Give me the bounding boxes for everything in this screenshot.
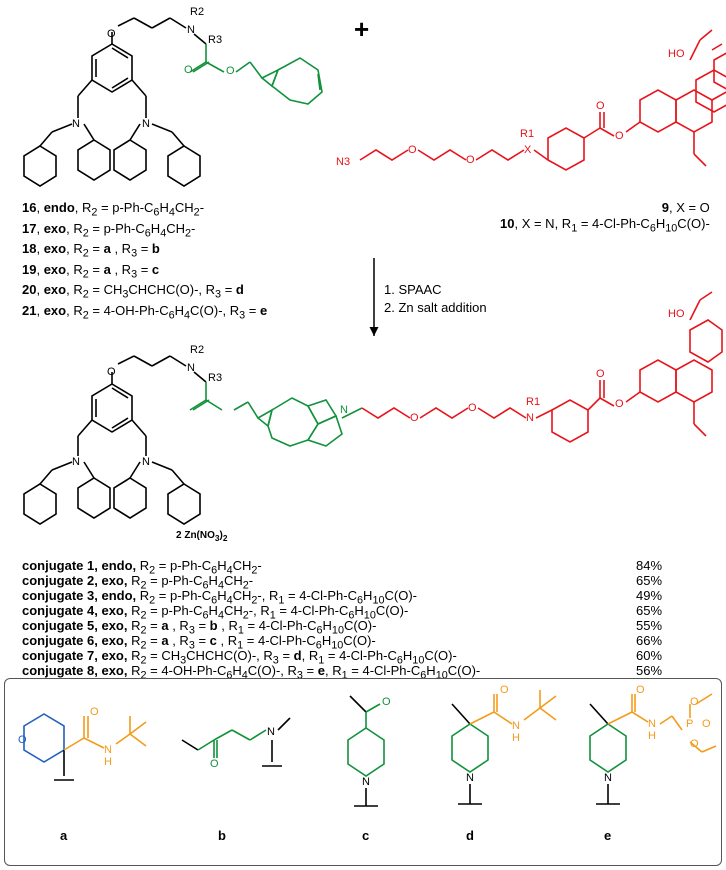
atom-ho: HO [668, 48, 685, 60]
label-b: b [218, 828, 226, 843]
atom-n: N [187, 24, 195, 36]
reactant-list: 16, endo, R2 = p-Ph-C6H4CH2- 17, exo, R2… [22, 200, 267, 324]
atom-o: O [690, 738, 699, 750]
atom-r2: R2 [190, 6, 205, 18]
atom-o: O [410, 412, 419, 424]
yield-8: 56% [636, 663, 663, 678]
label-e: e [604, 828, 612, 843]
atom-n: N [340, 404, 348, 416]
label-d: d [466, 828, 474, 843]
azide-10: 10, X = N, R1 = 4-Cl-Ph-C6H10C(O)- [500, 216, 710, 235]
conjugate-8: conjugate 8, exo, R2 = 4-OH-Ph-C6H4C(O)-… [22, 663, 481, 682]
atom-o: O [690, 696, 699, 708]
atom-o: O [702, 718, 711, 730]
atom-r3: R3 [208, 372, 223, 384]
camptothecin-top-right [689, 29, 726, 113]
substituent-panel [4, 678, 722, 866]
zn-salt: 2 Zn(NO3)2 [176, 530, 228, 543]
reactant-16: 16, endo, R2 = p-Ph-C6H4CH2- [22, 200, 205, 219]
atom-o: O [382, 696, 391, 708]
atom-n: N [187, 362, 195, 374]
atom-o: O [408, 144, 417, 156]
atom-o: O [466, 154, 475, 166]
atom-o: O [107, 366, 116, 378]
conjugate-2: conjugate 2, exo, R2 = p-Ph-C6H4CH2- [22, 573, 254, 592]
conjugate-4: conjugate 4, exo, R2 = p-Ph-C6H4CH2-, R1… [22, 603, 409, 622]
atom-p: P [686, 718, 694, 730]
atom-n: N [526, 412, 534, 424]
conjugate-7: conjugate 7, exo, R2 = CH3CHCHC(O)-, R3 … [22, 648, 457, 667]
atom-h: H [648, 730, 656, 742]
conjugate-5: conjugate 5, exo, R2 = a , R3 = b , R1 =… [22, 618, 377, 637]
conjugate-6: conjugate 6, exo, R2 = a , R3 = c , R1 =… [22, 633, 376, 652]
reactant-19: 19, exo, R2 = a , R3 = c [22, 261, 160, 281]
atom-o: O [500, 684, 509, 696]
reactant-21: 21, exo, R2 = 4-OH-Ph-C6H4C(O)-, R3 = e [22, 302, 268, 322]
azide-drug-structure [359, 89, 726, 171]
atom-o: O [615, 130, 624, 142]
atom-h: H [512, 732, 520, 744]
atom-x: X [524, 144, 532, 156]
substituent-e [589, 693, 717, 805]
atom-o: O [18, 734, 27, 746]
conjugate-drug-red [361, 291, 723, 443]
label-a: a [60, 828, 68, 843]
yield-7: 60% [636, 648, 663, 663]
step-2: 2. Zn salt addition [384, 300, 487, 315]
atom-n: N [512, 720, 520, 732]
atom-o: O [596, 100, 605, 112]
conjugate-ligand-structure [23, 355, 207, 525]
atom-o: O [615, 398, 624, 410]
atom-ho: HO [668, 308, 685, 320]
bcn-ligand-structure [23, 17, 207, 187]
atom-r2: R2 [190, 344, 205, 356]
atom-n: N [72, 118, 80, 130]
conjugate-1: conjugate 1, endo, R2 = p-Ph-C6H4CH2- [22, 558, 262, 577]
atom-h: H [104, 756, 112, 768]
atom-o: O [468, 402, 477, 414]
atom-n: N [362, 776, 370, 788]
azide-list: 9, X = O 10, X = N, R1 = 4-Cl-Ph-C6H10C(… [500, 200, 710, 237]
atom-n: N [267, 726, 275, 738]
atom-r1: R1 [520, 128, 535, 140]
atom-o: O [90, 706, 99, 718]
atom-o: O [210, 758, 219, 770]
substituent-d [451, 690, 557, 805]
atom-n: N [104, 744, 112, 756]
atom-r3: R3 [208, 34, 223, 46]
yield-6: 66% [636, 633, 663, 648]
step-1: 1. SPAAC [384, 282, 442, 297]
atom-n: N [142, 118, 150, 130]
plus-sign: + [354, 14, 370, 44]
conjugate-triazole-green [189, 382, 363, 447]
atom-r1: R1 [526, 396, 541, 408]
yield-2: 65% [636, 573, 663, 588]
substituent-b [181, 717, 291, 767]
azide-9: 9, X = O [661, 200, 710, 215]
label-c: c [362, 828, 370, 843]
yield-4: 65% [636, 603, 663, 618]
atom-o: O [107, 28, 116, 40]
reactant-20: 20, exo, R2 = CH3CHCHC(O)-, R3 = d [22, 282, 244, 301]
yield-5: 55% [636, 618, 663, 633]
conjugate-3: conjugate 3, endo, R2 = p-Ph-C6H4CH2-, R… [22, 588, 417, 607]
yield-3: 49% [636, 588, 663, 603]
atom-n3: N3 [336, 156, 351, 168]
atom-n: N [72, 456, 80, 468]
atom-o: O [184, 64, 193, 76]
substituent-a [23, 713, 147, 781]
atom-o: O [226, 65, 235, 77]
yield-1: 84% [636, 558, 663, 573]
substituent-c [347, 695, 385, 807]
atom-n: N [604, 772, 612, 784]
atom-o: O [636, 684, 645, 696]
bcn-linker-green [189, 44, 323, 105]
atom-n: N [142, 456, 150, 468]
atom-n: N [648, 718, 656, 730]
reactant-17: 17, exo, R2 = p-Ph-C6H4CH2- [22, 220, 196, 240]
reactant-18: 18, exo, R2 = a , R3 = b [22, 241, 160, 260]
atom-o: O [596, 368, 605, 380]
atom-n: N [466, 772, 474, 784]
